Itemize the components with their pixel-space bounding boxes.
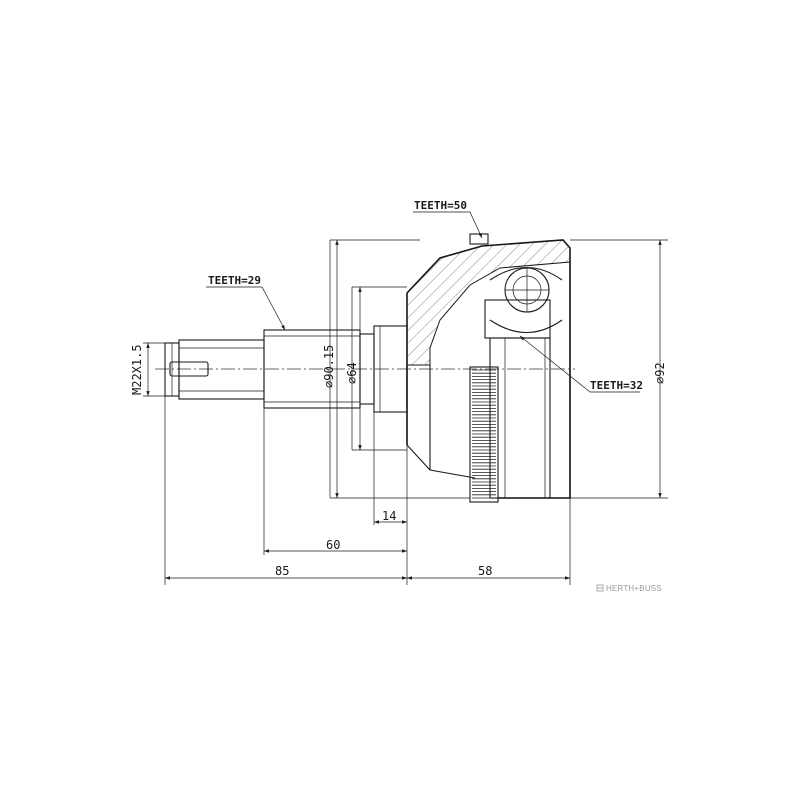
dim-thread: M22X1.5 [130,344,144,395]
note-teeth-inner: TEETH=32 [590,379,643,392]
leader-lines [206,211,640,393]
note-teeth-shaft: TEETH=29 [208,274,261,287]
abs-ring-teeth [472,369,496,499]
dim-dia-outer: ⌀92 [653,362,667,384]
dim-len-85: 85 [275,564,289,578]
abs-tone-ring [469,366,499,503]
inner-joint [484,266,563,499]
extension-lines [143,239,668,585]
dim-len-60: 60 [326,538,340,552]
dim-len-58: 58 [478,564,492,578]
dim-dia-inner: ⌀64 [345,362,359,384]
bell-housing [406,233,571,499]
note-teeth-outer: TEETH=50 [414,199,467,212]
thread-stub [164,339,265,400]
dimension-lines [146,240,662,580]
brand-logo: HERTH+BUSS [606,584,662,593]
herth-buss-logo-icon [596,584,604,592]
dim-dia-shaft-seat: ⌀90.15 [322,345,336,388]
dim-len-14: 14 [382,509,396,523]
